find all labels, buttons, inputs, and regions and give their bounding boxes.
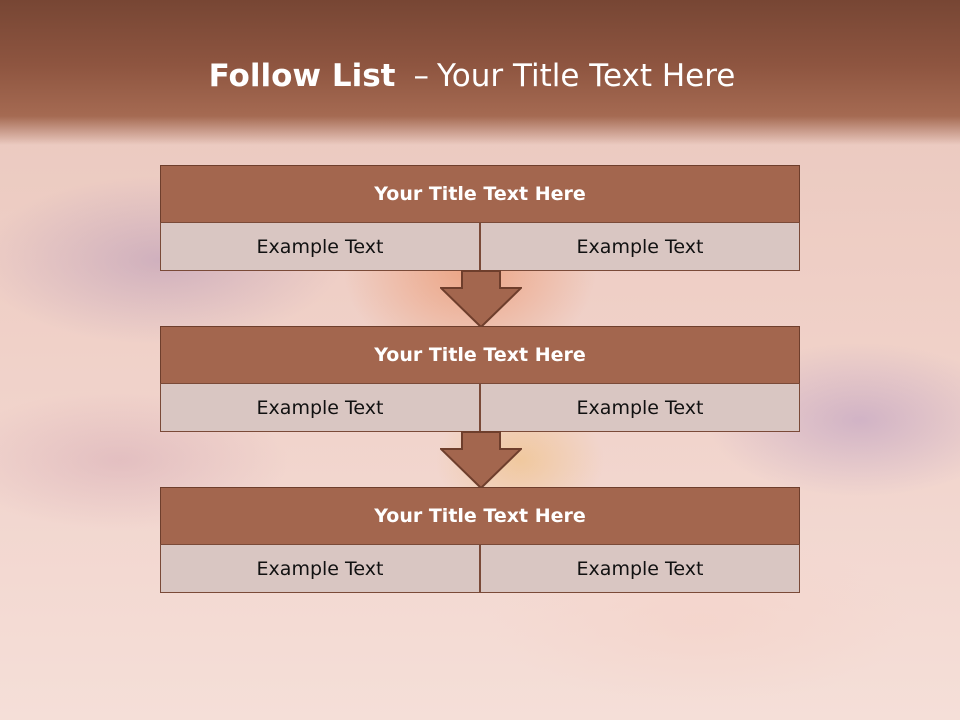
down-arrow-icon [440,270,522,328]
title-rest: Your Title Text Here [436,58,736,94]
step-cell-left: Example Text [160,222,480,271]
step-cell-right: Example Text [480,383,800,432]
header-band [0,0,960,145]
step-cell-right: Example Text [480,544,800,593]
step-cell-right: Example Text [480,222,800,271]
step-title: Your Title Text Here [160,165,800,223]
step-title: Your Title Text Here [160,326,800,384]
step-cell-left: Example Text [160,544,480,593]
step-cell-left: Example Text [160,383,480,432]
slide-title: Follow List–Your Title Text Here [0,52,944,100]
step-block-3: Your Title Text Here Example Text Exampl… [160,487,800,593]
step-block-2: Your Title Text Here Example Text Exampl… [160,326,800,432]
step-title: Your Title Text Here [160,487,800,545]
step-block-1: Your Title Text Here Example Text Exampl… [160,165,800,271]
title-dash: – [413,58,429,94]
title-strong: Follow List [208,58,396,94]
down-arrow-icon [440,431,522,489]
